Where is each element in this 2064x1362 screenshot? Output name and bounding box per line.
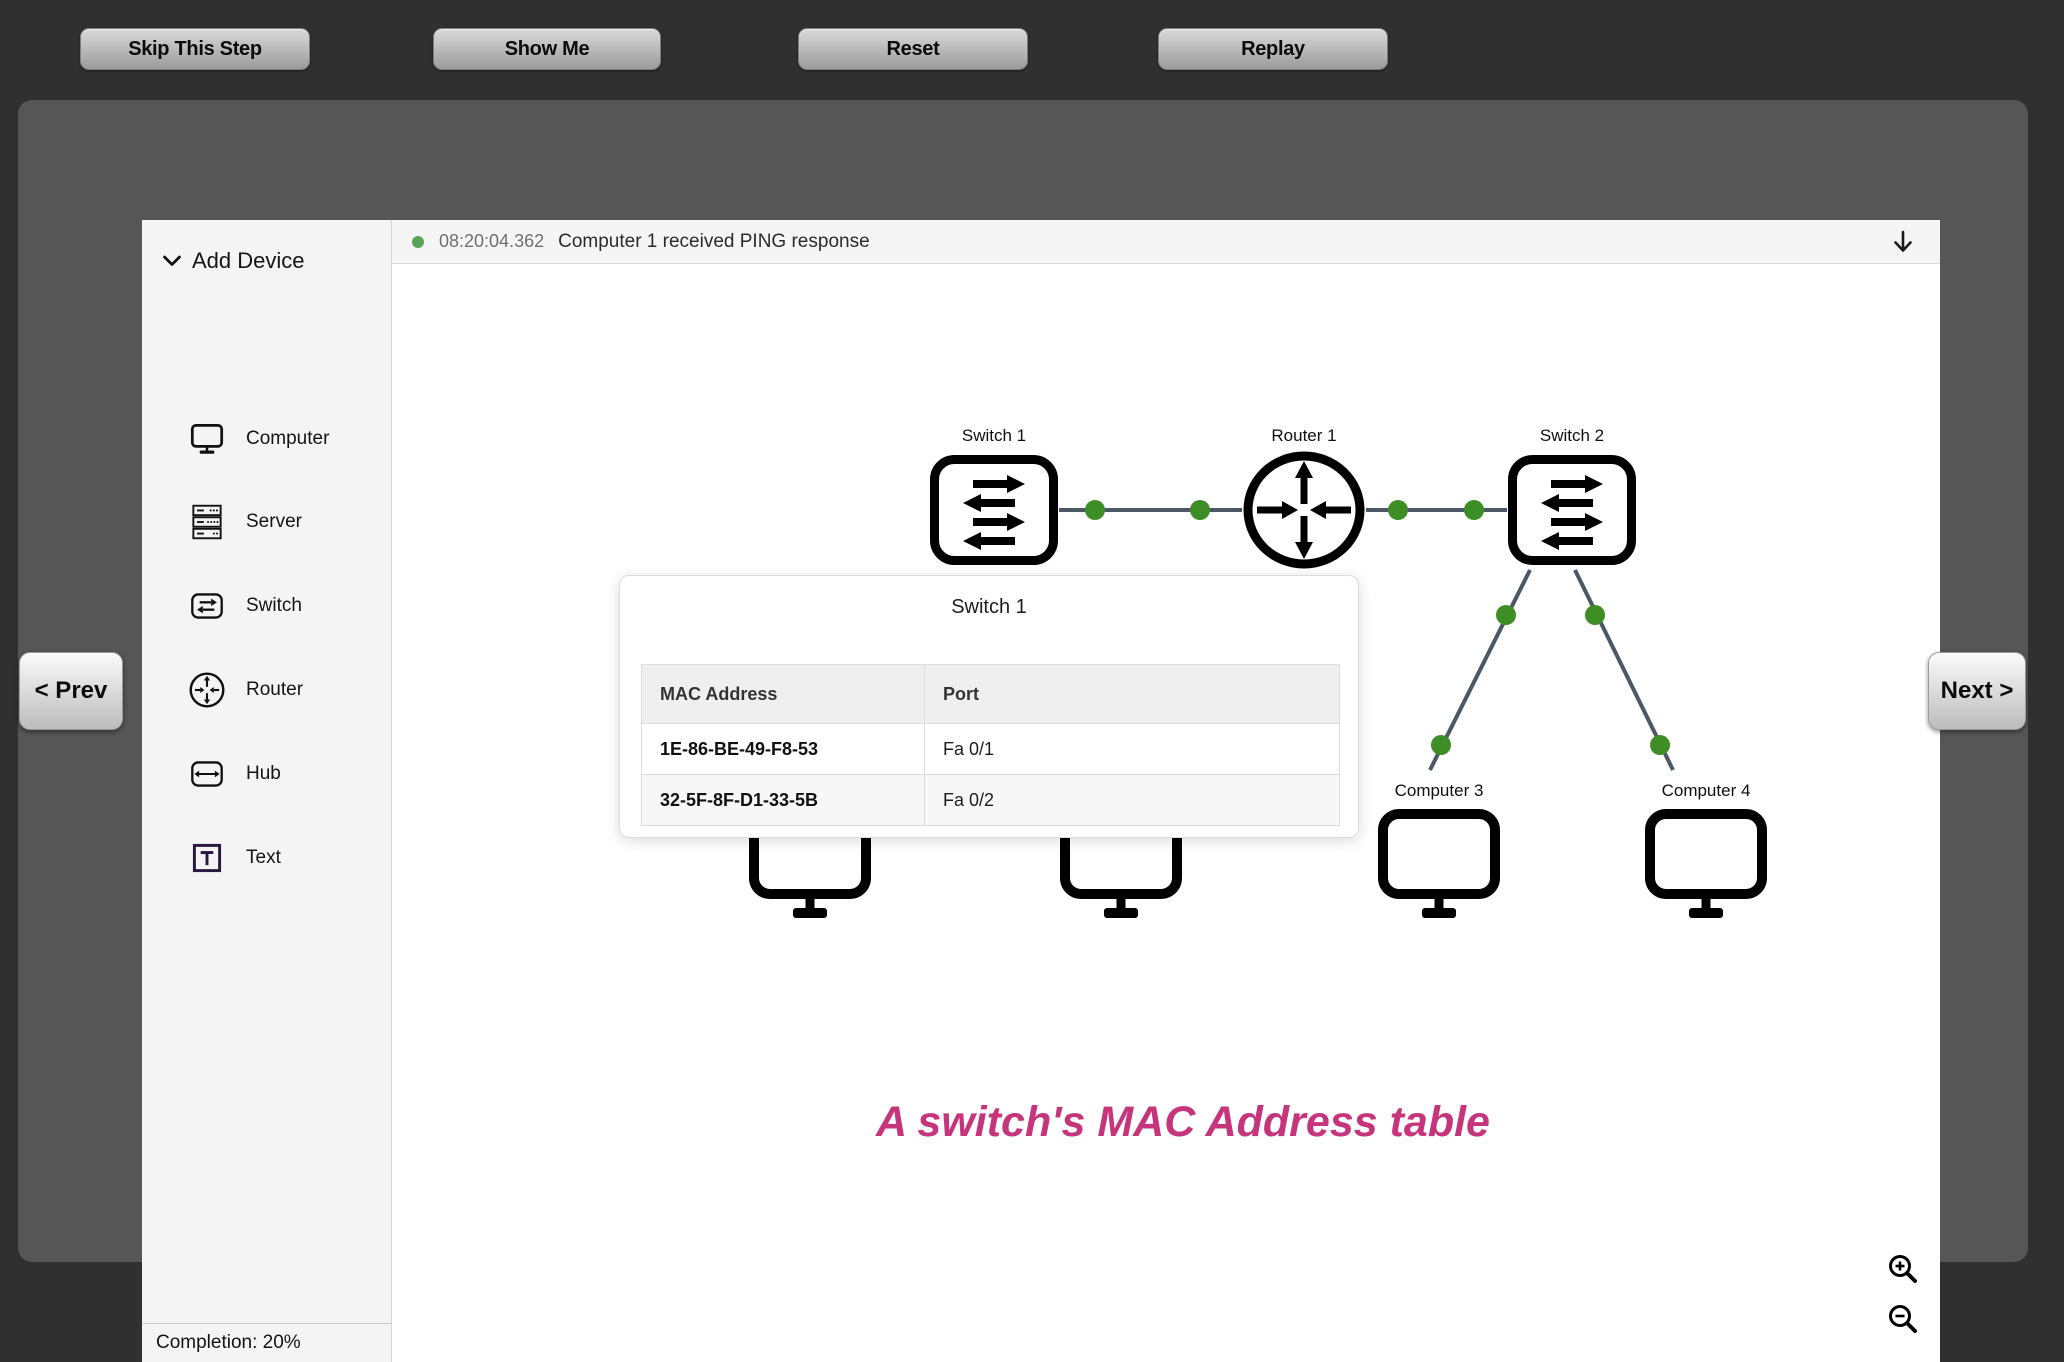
zoom-in-icon[interactable] <box>1886 1252 1920 1286</box>
device-palette-sidebar: Add Device Computer Server <box>142 220 392 1362</box>
completion-status: Completion: 20% <box>142 1323 391 1362</box>
text-icon <box>192 843 222 873</box>
device-label-switch1: Switch 1 <box>961 426 1027 445</box>
port-cell: Fa 0/1 <box>924 723 1340 775</box>
replay-button[interactable]: Replay <box>1158 28 1388 70</box>
router-icon <box>189 672 225 708</box>
switch1-device[interactable] <box>929 454 1059 566</box>
skip-this-step-button[interactable]: Skip This Step <box>80 28 310 70</box>
sidebar-item-label: Server <box>246 511 302 532</box>
computer4-device[interactable] <box>1641 807 1771 922</box>
sidebar-item-label: Hub <box>246 763 281 784</box>
computer3-device[interactable] <box>1374 807 1504 922</box>
sidebar-item-server[interactable]: Server <box>186 501 302 543</box>
device-label-switch2: Switch 2 <box>1539 426 1605 445</box>
switch-device-icon <box>1508 455 1636 565</box>
port-cell: Fa 0/2 <box>924 774 1340 826</box>
sidebar-item-label: Text <box>246 847 281 868</box>
sidebar-item-label: Computer <box>246 428 330 449</box>
router-device-icon <box>1243 451 1365 569</box>
sidebar-item-switch[interactable]: Switch <box>186 585 302 627</box>
mac-table-popup: Switch 1 MAC Address Port 1E-86-BE-49-F8… <box>619 575 1359 838</box>
router1-device[interactable] <box>1242 450 1366 570</box>
popup-title: Switch 1 <box>951 596 1027 618</box>
device-label-router1: Router 1 <box>1271 426 1337 445</box>
mac-address-cell: 1E-86-BE-49-F8-53 <box>641 723 925 775</box>
zoom-out-icon[interactable] <box>1886 1302 1920 1336</box>
expand-log-arrow-icon[interactable] <box>1888 227 1918 257</box>
event-log-bar: 08:20:04.362 Computer 1 received PING re… <box>392 220 1940 264</box>
mac-address-cell: 32-5F-8F-D1-33-5B <box>641 774 925 826</box>
table-row: 1E-86-BE-49-F8-53 Fa 0/1 <box>641 723 1340 775</box>
add-device-label: Add Device <box>192 248 305 273</box>
computer-icon <box>190 423 224 454</box>
reset-button[interactable]: Reset <box>798 28 1028 70</box>
sidebar-item-label: Router <box>246 679 304 700</box>
next-step-button[interactable]: Next > <box>1928 652 2026 730</box>
sidebar-item-label: Switch <box>246 595 302 616</box>
switch-icon <box>191 593 223 619</box>
sidebar-item-computer[interactable]: Computer <box>186 418 329 460</box>
device-label-computer4: Computer 4 <box>1661 781 1751 800</box>
app-panel: Add Device Computer Server <box>18 100 2028 1362</box>
table-row: 32-5F-8F-D1-33-5B Fa 0/2 <box>641 774 1340 826</box>
event-timestamp: 08:20:04.362 <box>439 231 545 251</box>
mac-address-column-header: MAC Address <box>641 664 925 724</box>
computer-device-icon <box>1378 809 1500 918</box>
lesson-caption-text: A switch's MAC Address table <box>876 1098 1490 1146</box>
chevron-down-icon <box>163 255 181 266</box>
table-header-row: MAC Address Port <box>641 664 1340 724</box>
add-device-section-header[interactable]: Add Device <box>162 248 305 274</box>
event-status-dot <box>412 235 424 248</box>
show-me-button[interactable]: Show Me <box>433 28 661 70</box>
sidebar-item-hub[interactable]: Hub <box>186 753 281 795</box>
switch2-device[interactable] <box>1507 454 1637 566</box>
device-label-computer3: Computer 3 <box>1394 781 1484 800</box>
prev-step-button[interactable]: < Prev <box>19 652 123 730</box>
port-column-header: Port <box>924 664 1340 724</box>
sidebar-item-router[interactable]: Router <box>186 669 303 711</box>
server-icon <box>192 504 222 540</box>
switch-device-icon <box>930 455 1058 565</box>
hub-icon <box>191 761 223 787</box>
mac-address-table: MAC Address Port 1E-86-BE-49-F8-53 Fa 0/… <box>641 664 1340 826</box>
network-canvas[interactable]: 08:20:04.362 Computer 1 received PING re… <box>392 220 1940 1362</box>
sidebar-item-text[interactable]: Text <box>186 837 281 879</box>
computer-device-icon <box>1645 809 1767 918</box>
topology-links <box>1059 500 1675 771</box>
event-message: Computer 1 received PING response <box>558 230 870 252</box>
